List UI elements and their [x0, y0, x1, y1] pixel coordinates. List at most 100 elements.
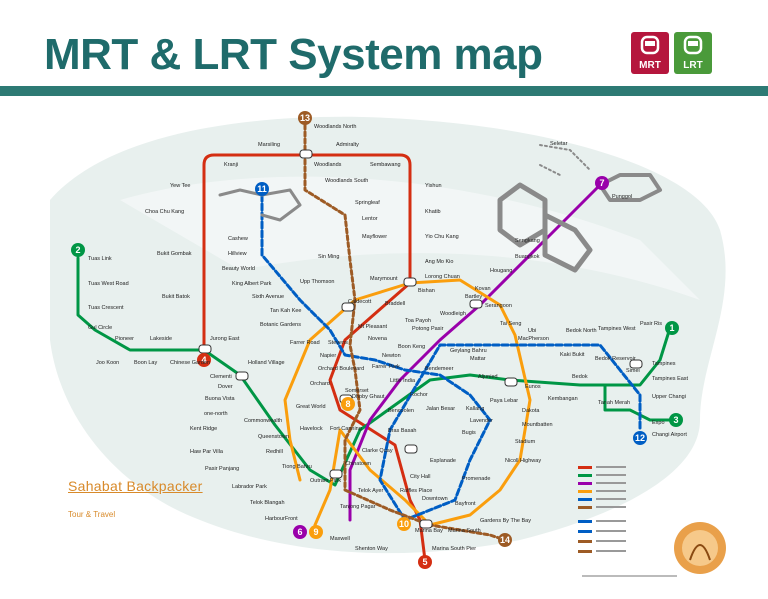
label-khatib: Khatib [425, 209, 441, 215]
label-dhoby-ghaut: Dhoby Ghaut [352, 394, 385, 400]
badge-ew-west [197, 353, 211, 367]
interchange-city-hall [404, 444, 418, 454]
label-changi-airport: Changi Airport [652, 432, 687, 438]
label-maxwell: Maxwell [330, 536, 350, 542]
interchange-buona-vista [235, 371, 249, 381]
label-hillview: Hillview [228, 251, 247, 257]
legend [578, 466, 626, 553]
label-bartley: Bartley [465, 294, 482, 300]
label-kranji: Kranji [224, 162, 238, 168]
label-tanah-merah: Tanah Merah [598, 400, 630, 406]
map-canvas: 4 2 1 3 7 11 12 13 6 9 5 14 10 8 Woodlan… [38, 96, 768, 594]
label-bencoolen: Bencoolen [388, 408, 414, 414]
legend-te3-swatch [578, 550, 592, 553]
label-serangoon: Serangoon [485, 303, 512, 309]
label-upper-changi: Upper Changi [652, 394, 686, 400]
label-redhill: Redhill [266, 449, 283, 455]
cc-line [283, 278, 532, 527]
badge-ew-west-label: 4 [201, 355, 206, 365]
label-admiralty: Admiralty [336, 142, 359, 148]
train-icon [640, 35, 660, 55]
company-seal [674, 522, 726, 574]
watermark-link[interactable]: Sahabat Backpacker [68, 478, 203, 494]
label-raffles-place: Raffles Place [400, 488, 432, 494]
label-seletar: Seletar [550, 141, 568, 147]
interchange-serangoon [469, 299, 483, 309]
badge-marina-bay-label: 10 [399, 519, 409, 529]
interchange-marina-bay [419, 519, 433, 529]
label-holland-village: Holland Village [248, 360, 285, 366]
label-jurong-east: Jurong East [210, 336, 240, 342]
label-beauty-world: Beauty World [222, 266, 255, 272]
label-bukit-gombak: Bukit Gombak [157, 251, 192, 257]
badge-harbourfront [293, 525, 307, 539]
label-labrador-park: Labrador Park [232, 484, 267, 490]
badge-gardens-label: 14 [500, 535, 510, 545]
ns-line [202, 153, 427, 562]
ne-line [348, 183, 602, 522]
label-bugis: Bugis [462, 430, 476, 436]
label-mattar: Mattar [470, 356, 486, 362]
label-cashew: Cashew [228, 236, 248, 242]
badge-woodlands-north-label: 13 [300, 113, 310, 123]
interchange-outram [329, 469, 343, 479]
badge-expo-label: 12 [635, 433, 645, 443]
label-haw-par-villa: Haw Par Villa [190, 449, 224, 455]
label-tuas-crescent: Tuas Crescent [88, 305, 124, 311]
badge-marina-south-pier [418, 555, 432, 569]
label-tai-seng: Tai Seng [500, 321, 521, 327]
badge-harbourfront-cc-label: 9 [313, 527, 318, 537]
legend-te2-swatch [578, 540, 592, 543]
label-lorong-chuan: Lorong Chuan [425, 274, 460, 280]
label-joo-koon: Joo Koon [96, 360, 119, 366]
label-springleaf: Springleaf [355, 200, 380, 206]
label-great-world: Great World [296, 404, 326, 410]
label-tiong-bahru: Tiong Bahru [282, 464, 312, 470]
label-somerset: Somerset [345, 388, 369, 394]
label-dover: Dover [218, 384, 233, 390]
label-marina-south-pier: Marina South Pier [432, 546, 476, 552]
label-pioneer: Pioneer [115, 336, 134, 342]
label-napier: Napier [320, 353, 336, 359]
label-city-hall: City Hall [410, 474, 430, 480]
label-sembawang: Sembawang [370, 162, 401, 168]
bukit-panjang-lrt [218, 188, 302, 222]
interchange-caldecott [341, 302, 355, 312]
badge-dhoby-label: 8 [345, 399, 350, 409]
label-kembangan: Kembangan [548, 396, 578, 402]
lrt-logo-label: LRT [683, 60, 703, 71]
label-kovan: Kovan [475, 286, 491, 292]
label-telok-ayer: Telok Ayer [358, 488, 383, 494]
label-geylang-bahru: Geylang Bahru [450, 348, 487, 354]
label-mayflower: Mayflower [362, 234, 387, 240]
sengkang-lrt [497, 182, 593, 273]
label-choa-chu-kang: Choa Chu Kang [145, 209, 184, 215]
label-kent-ridge: Kent Ridge [190, 426, 217, 432]
label-farrer-park: Farrer Park [372, 364, 400, 370]
badge-harbourfront-label: 6 [297, 527, 302, 537]
label-pasir-panjang: Pasir Panjang [205, 466, 239, 472]
label-yew-tee: Yew Tee [170, 183, 191, 189]
label-outram-park: Outram Park [310, 478, 341, 484]
label-macpherson: MacPherson [518, 336, 549, 342]
label-mountbatten: Mountbatten [522, 422, 553, 428]
badge-gardens [498, 533, 512, 547]
legend-te-swatch [578, 506, 592, 509]
label-lakeside: Lakeside [150, 336, 172, 342]
label-one-north: one-north [204, 411, 228, 417]
label-sin-ming: Sin Ming [318, 254, 339, 260]
interchange-tampines [629, 359, 643, 369]
label-chinatown: Chinatown [345, 461, 371, 467]
label-aljunied: Aljunied [478, 374, 498, 380]
label-newton: Newton [382, 353, 401, 359]
badge-woodlands-north [298, 111, 312, 125]
badge-bukit-panjang [255, 182, 269, 196]
legend-dt3-swatch [578, 530, 592, 533]
label-gul-circle: Gul Circle [88, 325, 112, 331]
label-tanjong-pagar: Tanjong Pagar [340, 504, 376, 510]
label-ubi: Ubi [528, 328, 536, 334]
header-divider [0, 86, 768, 96]
label-bras-basah: Bras Basah [388, 428, 416, 434]
watermark-subtitle: Tour & Travel [68, 510, 116, 519]
label-bayfront: Bayfront [455, 501, 476, 507]
